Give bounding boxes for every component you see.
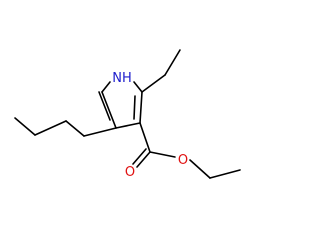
bond-c4-c5 [101,91,117,129]
bond-carbonyl-double-b [132,148,147,165]
bond-n1-c2 [133,81,143,93]
bond-n1-c5 [101,81,111,93]
bond-butyl-2 [65,120,85,137]
bond-c2-c3 [139,91,143,124]
bond-c4-c5-double [98,91,111,121]
structure-canvas: NH O O [14,49,241,180]
bond-c3-c4 [115,122,141,129]
bond-ethyl-ch3 [164,49,181,76]
bond-carbonyl-double-a [136,151,151,168]
bond-c3-carbonyl [139,122,151,153]
bond-c2-ethyl [141,74,166,93]
o-carbonyl-label: O [125,165,135,180]
bond-c2-c3-double [133,95,136,120]
bond-ch2-ch3 [209,169,241,179]
molecule-diagram: NH O O [14,49,241,180]
nh-label: NH [112,71,132,86]
o-ester-label: O [178,153,188,168]
bond-butyl-3 [34,120,67,136]
bond-c4-butyl-1 [83,127,117,137]
bond-o-ester-ch2 [189,159,211,179]
bond-carbonyl-o-ester [149,151,176,158]
bond-butyl-4 [14,117,36,136]
